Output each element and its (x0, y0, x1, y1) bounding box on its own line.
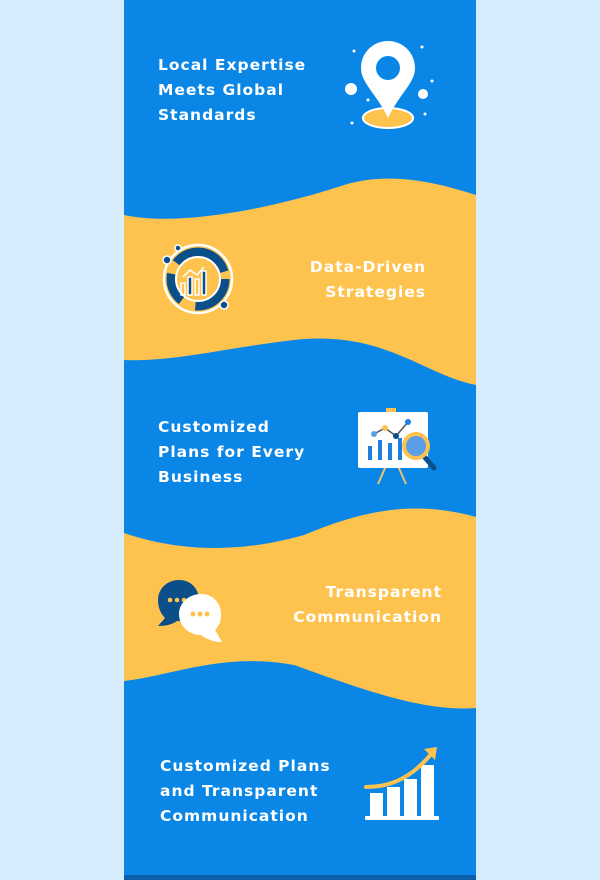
presentation-board-icon (358, 408, 437, 485)
section-5-text: Customized Plans and Transparent Communi… (160, 757, 331, 825)
infographic-panel: Local Expertise Meets Global Standards D… (124, 0, 476, 880)
section-1-text: Local Expertise Meets Global Standards (158, 56, 307, 124)
chat-bubbles-icon (158, 580, 222, 642)
location-pin-icon (345, 41, 434, 129)
bottom-strip (124, 875, 476, 880)
section-3-text: Customized Plans for Every Business (158, 418, 306, 486)
yellow-wave-band-2 (124, 508, 476, 709)
wave-background (124, 178, 476, 709)
section-4-text: Transparent Communication (293, 583, 442, 626)
growth-chart-icon (364, 747, 439, 820)
data-chart-icon (162, 243, 234, 315)
yellow-wave-band-1 (124, 178, 476, 385)
section-2-text: Data-Driven Strategies (309, 258, 426, 301)
